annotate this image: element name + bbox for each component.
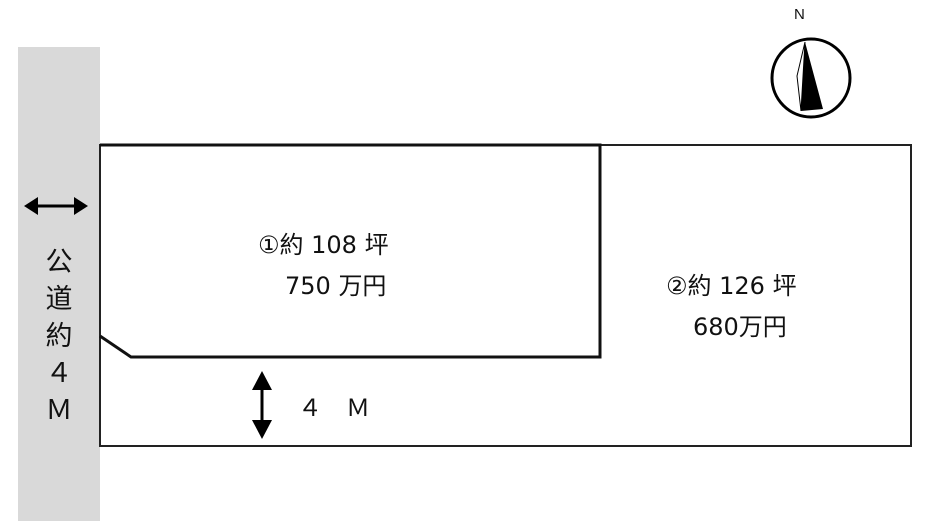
public-road (18, 47, 100, 521)
frontage-arrow-icon (24, 197, 88, 215)
road-label-char: 公 (45, 247, 73, 278)
road-label-char: 道 (45, 284, 73, 315)
road-label-char: ４ (45, 358, 73, 389)
road-label: 公 道 約 ４ Ｍ (18, 244, 100, 429)
lot-1-price: 750 万円 (285, 272, 387, 300)
north-arrow-icon (770, 37, 852, 119)
north-label: N (794, 6, 805, 23)
setback-arrow-icon (252, 371, 272, 439)
lot-2-price: 680万円 (693, 313, 787, 341)
lot-2-label: ②約 126 坪 (666, 272, 797, 300)
setback-label: ４ Ｍ (298, 394, 370, 422)
lot-1-label: ①約 108 坪 (258, 231, 389, 259)
road-label-char: 約 (45, 321, 73, 352)
road-label-char: Ｍ (45, 395, 73, 426)
